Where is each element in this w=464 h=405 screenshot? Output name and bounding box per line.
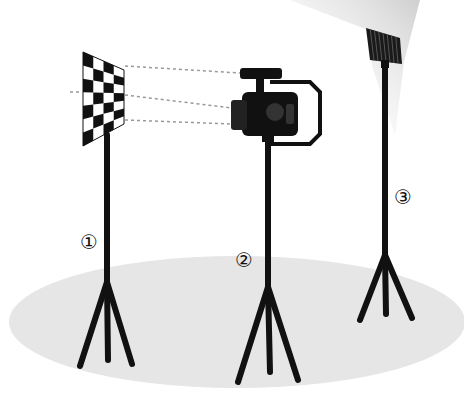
floor-ellipse — [9, 256, 464, 388]
tripod-3 — [360, 64, 412, 320]
light-panel — [366, 28, 402, 68]
light-beam — [290, 0, 420, 135]
callout-number: ① — [80, 232, 98, 252]
callout-number: ③ — [394, 187, 412, 207]
callout-number: ② — [235, 250, 253, 270]
checkerboard — [83, 52, 124, 146]
sight-lines — [70, 66, 240, 124]
tripod-1 — [80, 135, 132, 366]
camera — [231, 68, 320, 144]
